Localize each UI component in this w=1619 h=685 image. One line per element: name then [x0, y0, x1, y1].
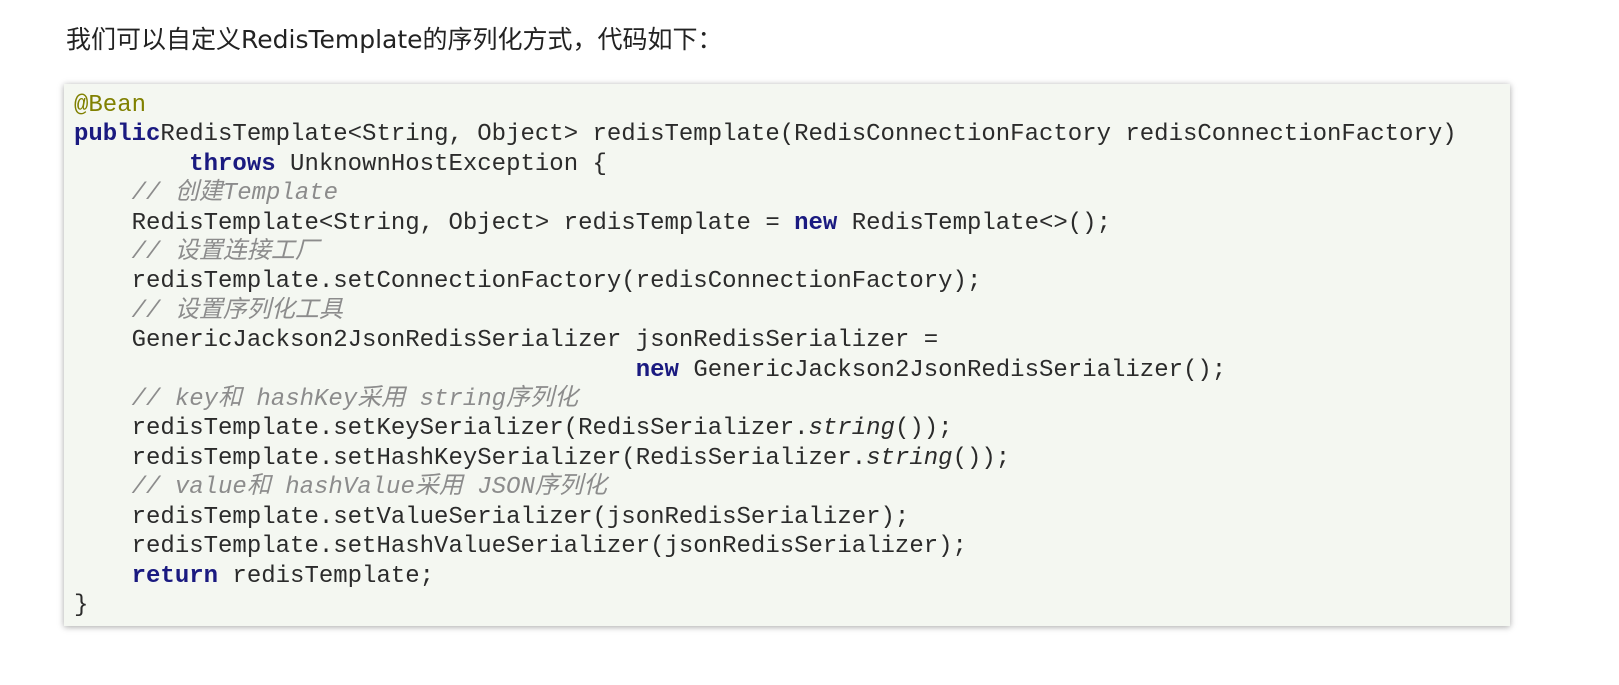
code-token: redisTemplate.setKeySerializer(RedisSeri… — [74, 415, 809, 443]
code-token: } — [74, 591, 89, 619]
code-line: RedisTemplate<String, Object> redisTempl… — [74, 209, 1457, 238]
code-token: RedisTemplate<>(); — [837, 209, 1111, 237]
code-token — [74, 474, 132, 501]
code-keyword: new — [794, 209, 838, 237]
code-token: string — [808, 415, 895, 443]
code-line: } — [74, 591, 1457, 620]
code-annotation: @Bean — [74, 92, 147, 119]
code-token: redisTemplate; — [218, 562, 435, 590]
code-line: // value和 hashValue采用 JSON序列化 — [74, 473, 1457, 502]
code-comment: // key和 hashKey采用 string序列化 — [131, 386, 579, 414]
code-keyword: throws — [189, 150, 276, 178]
code-token: redisTemplate.setValueSerializer(jsonRed… — [74, 503, 910, 531]
code-line: return redisTemplate; — [74, 562, 1457, 591]
code-comment: // 创建Template — [131, 180, 339, 208]
code-line: redisTemplate.setKeySerializer(RedisSeri… — [74, 414, 1457, 443]
code-line: GenericJackson2JsonRedisSerializer jsonR… — [74, 326, 1457, 355]
code-token: string — [866, 444, 953, 472]
code-token: redisTemplate.setHashKeySerializer(Redis… — [74, 444, 867, 472]
code-token: ()); — [894, 415, 953, 443]
code-comment: // 设置序列化工具 — [131, 297, 343, 325]
code-line: @Bean — [74, 91, 1457, 120]
code-keyword: public — [74, 121, 161, 149]
code-token: redisTemplate.setHashValueSerializer(jso… — [74, 533, 967, 561]
code-line: new GenericJackson2JsonRedisSerializer()… — [74, 356, 1457, 385]
code-token — [74, 298, 132, 325]
code-token: GenericJackson2JsonRedisSerializer jsonR… — [74, 327, 939, 355]
code-token: UnknownHostException { — [275, 150, 607, 178]
code-line: redisTemplate.setValueSerializer(jsonRed… — [74, 503, 1457, 532]
code-line: // key和 hashKey采用 string序列化 — [74, 385, 1457, 414]
code-comment: // 设置连接工厂 — [131, 239, 319, 267]
code-token: ()); — [952, 444, 1011, 472]
code-token: redisTemplate.setConnectionFactory(redis… — [74, 268, 982, 296]
code-token — [74, 151, 189, 178]
code-token — [74, 386, 132, 413]
code-comment: // value和 hashValue采用 JSON序列化 — [131, 474, 607, 502]
code-token: RedisTemplate<String, Object> redisTempl… — [74, 209, 795, 237]
code-line: redisTemplate.setConnectionFactory(redis… — [74, 267, 1457, 296]
code-line: // 创建Template — [74, 179, 1457, 208]
code-token — [74, 357, 636, 384]
code-token — [74, 180, 132, 207]
code-token: RedisTemplate<String, Object> redisTempl… — [160, 121, 1457, 149]
code-line: redisTemplate.setHashKeySerializer(Redis… — [74, 444, 1457, 473]
code-line: redisTemplate.setHashValueSerializer(jso… — [74, 532, 1457, 561]
code-line: // 设置连接工厂 — [74, 238, 1457, 267]
code-line: // 设置序列化工具 — [74, 297, 1457, 326]
code-token: GenericJackson2JsonRedisSerializer(); — [678, 356, 1227, 384]
intro-text: 我们可以自定义RedisTemplate的序列化方式，代码如下： — [66, 25, 723, 54]
code-keyword: new — [635, 356, 679, 384]
code-line: throws UnknownHostException { — [74, 150, 1457, 179]
code-token — [74, 239, 132, 266]
code-line: publicRedisTemplate<String, Object> redi… — [74, 120, 1457, 149]
code-token — [74, 563, 132, 590]
code-keyword: return — [131, 562, 219, 590]
